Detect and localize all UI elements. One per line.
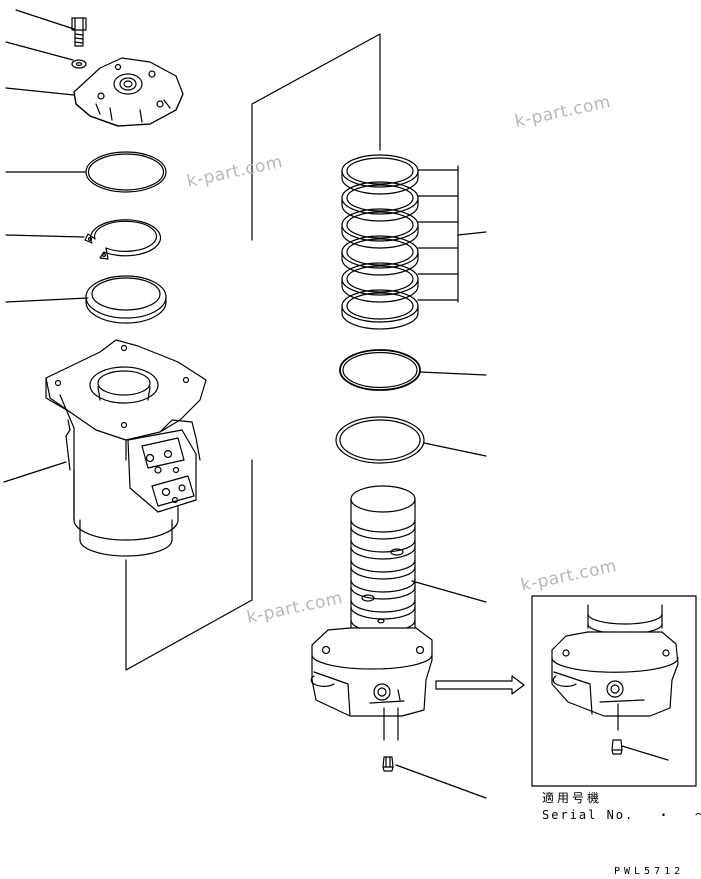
inset-box (531, 595, 697, 787)
applicability-label-jp: 適用号機 (542, 791, 603, 805)
arrow (435, 675, 525, 695)
assembly-bracket (125, 33, 381, 671)
bolt (71, 17, 87, 47)
serial-number-line: Serial No. ・ ～ (542, 806, 701, 823)
ring-seal (85, 275, 167, 324)
swivel-shaft (310, 485, 433, 717)
serial-prefix: Serial No. (542, 808, 635, 822)
serial-separator: ・ (657, 808, 672, 822)
piston-rings (341, 154, 419, 330)
snap-ring (84, 219, 162, 260)
backup-ring (335, 416, 425, 464)
plug (382, 756, 394, 772)
cover (73, 57, 184, 127)
figure-code: PWL5712 (614, 866, 685, 877)
o-ring-2 (339, 349, 421, 391)
serial-range: ～ (695, 808, 701, 822)
o-ring (85, 151, 167, 193)
washer (71, 59, 87, 69)
callout-lines (3, 9, 669, 799)
swivel-body (45, 339, 207, 557)
